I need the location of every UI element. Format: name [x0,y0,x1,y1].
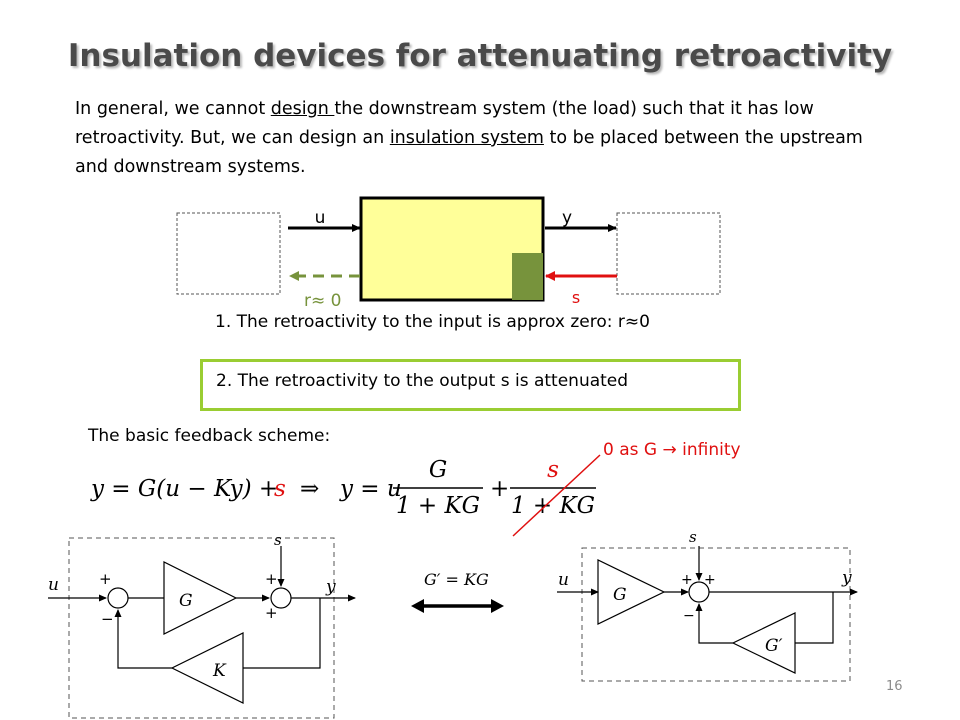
intro-text-1: In general, we cannot [75,99,271,119]
left-minus-1: − [101,610,114,628]
label-y: y [562,208,572,228]
right-plus-2: + [704,572,716,588]
output-impedance-block [512,253,543,300]
slide-title: Insulation devices for attenuating retro… [67,38,893,74]
right-minus-1: − [683,608,695,624]
left-label-K: K [212,661,227,681]
annotation-pointer-line [512,454,601,537]
item-input-retroactivity: 1. The retroactivity to the input is app… [215,312,650,332]
left-label-s: s [274,531,282,549]
equation-plus: + [490,476,509,502]
equation-rhs-start: y = u [339,476,402,502]
left-gain-G-block [163,561,238,635]
feedback-equation: y = G(u − Ky) + s ⇒ y = u G 1 + KG + s 1… [90,457,596,519]
right-label-G: G [613,585,627,605]
right-label-Gprime: G′ [765,636,783,656]
equation-den2: 1 + KG [511,493,595,519]
left-plus-1: + [99,570,112,588]
right-gain-Gprime-block [731,612,796,674]
left-gain-K-block [170,632,244,704]
right-label-y: y [841,568,852,588]
right-plus-1: + [681,572,693,588]
intro-underlined-insulation: insulation system [389,128,544,148]
limit-annotation: 0 as G → infinity [603,440,741,460]
equation-num2: s [547,457,559,483]
equation-lhs: y = G(u − Ky) + [90,476,278,502]
left-feedback-diagram: u s y G K + − + + [48,531,356,719]
intro-paragraph: In general, we cannot design the downstr… [75,95,875,182]
right-dashed-boundary [581,547,851,682]
middle-equivalence: G′ = KG [411,570,504,613]
top-insulation-diagram: u y r≈ 0 s [176,196,721,311]
basic-scheme-label: The basic feedback scheme: [88,426,331,446]
left-plus-3: + [265,604,278,622]
right-label-u: u [558,570,569,590]
left-label-u: u [48,575,59,595]
right-label-s: s [689,528,697,546]
label-s: s [572,288,580,307]
left-plus-2: + [265,570,278,588]
left-label-y: y [325,577,336,597]
label-u: u [315,208,326,228]
left-dashed-boundary [68,537,335,719]
intro-underlined-design: design [270,99,335,119]
left-summing-junction-1 [107,587,129,609]
equivalence-equation: G′ = KG [424,570,489,589]
equation-den1: 1 + KG [396,493,480,519]
item-output-retroactivity: 2. The retroactivity to the output s is … [216,371,629,391]
equation-s-term: s [274,476,286,502]
page-number: 16 [886,679,903,694]
right-gain-G-block [597,559,666,625]
item-output-box [200,359,741,411]
intro-text-2: the downstream system (the load) such th… [75,99,814,148]
label-r: r≈ 0 [304,291,341,311]
downstream-system-box [616,212,721,295]
upstream-system-box [176,212,281,295]
equation-num1: G [429,457,447,483]
intro-text-3: to be placed between the upstream and do… [75,128,863,177]
equation-implies: ⇒ [300,476,319,502]
left-label-G: G [179,591,193,611]
right-feedback-diagram: u s y G G′ + + − [557,528,858,682]
